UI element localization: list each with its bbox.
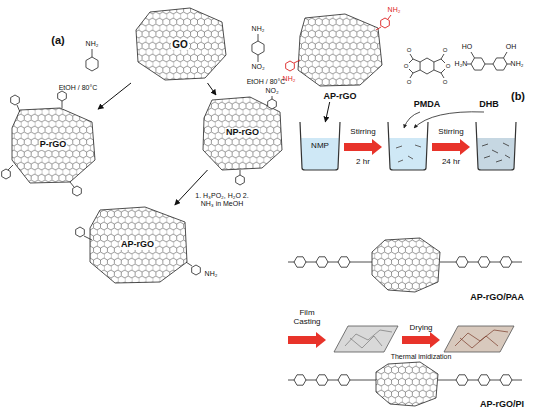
reagent-arrow xyxy=(404,112,420,128)
beaker-outline xyxy=(476,122,516,170)
graphene-sheet xyxy=(12,108,95,183)
dispersed-flakes xyxy=(396,145,421,162)
film-network xyxy=(455,330,508,348)
graphene-sheet: AP-rGO xyxy=(292,8,388,102)
panel-label: (b) xyxy=(511,90,525,102)
node-label: P-rGO xyxy=(39,140,68,150)
step-label: Stirring xyxy=(438,128,463,137)
graphene-sheet: NP-rGO xyxy=(200,95,285,170)
graphene-sheet xyxy=(203,97,282,170)
polymer-ring xyxy=(294,375,512,385)
chem-group: OH xyxy=(506,43,517,51)
pmda-structure xyxy=(409,54,445,78)
reaction-arrow xyxy=(208,83,217,95)
dispersed-flakes xyxy=(482,143,510,162)
node-label: DHB xyxy=(478,100,500,110)
graphene-sheet xyxy=(136,8,226,80)
phenyl-group xyxy=(2,91,82,196)
step-label: Film Casting xyxy=(290,309,324,327)
node-label: GO xyxy=(171,39,189,50)
node-label: NP-rGO xyxy=(225,128,260,138)
step-label: Drying xyxy=(409,324,432,333)
beaker: NMP xyxy=(298,122,342,170)
graphene-sheet: AP-rGO xyxy=(85,205,190,285)
graphene-sheet xyxy=(372,238,440,292)
process-arrow xyxy=(402,332,440,348)
beaker-liquid xyxy=(477,138,515,170)
atom-label: O xyxy=(446,63,451,70)
reagent-arrow xyxy=(414,112,484,128)
polymer-ring xyxy=(294,257,512,267)
beaker-liquid xyxy=(301,138,339,170)
step-label: 24 hr xyxy=(442,158,460,167)
composite-structure: AP-rGO/PI xyxy=(285,360,525,410)
chem-group: NO₂ xyxy=(251,63,264,71)
aminophenyl-group xyxy=(286,15,391,71)
graphene-sheet: P-rGO xyxy=(8,105,98,185)
chem-group: H₂N xyxy=(455,60,468,68)
atom-label: O xyxy=(404,63,409,70)
condition-label: 1. H₃PO₂, H₂O 2. NH₃ in MeOH xyxy=(191,192,253,207)
aniline-reagent xyxy=(86,49,98,71)
composite-structure: AP-rGO/PAA xyxy=(285,235,525,303)
graphene-sheet xyxy=(376,362,438,406)
chem-group: NH₂ xyxy=(511,60,524,68)
node-label: NMP xyxy=(310,142,330,151)
reaction-arrow xyxy=(175,170,208,205)
cast-film xyxy=(334,326,398,352)
chem-group: NH₂ xyxy=(388,6,401,14)
process-arrow xyxy=(288,332,326,348)
chem-group: HO xyxy=(462,43,473,51)
cured-film xyxy=(444,326,514,352)
graphene-sheet xyxy=(298,14,382,86)
film-network xyxy=(345,330,392,348)
atom-label: O xyxy=(407,79,412,86)
aminophenyl-group xyxy=(76,227,201,275)
step-label: Stirring xyxy=(350,128,375,137)
chem-group: NO₂ xyxy=(265,87,278,95)
process-arrow xyxy=(344,139,382,155)
graphene-sheet xyxy=(90,207,187,283)
node-label: AP-rGO xyxy=(322,92,357,102)
process-arrow xyxy=(432,139,470,155)
chem-group: NH₂ xyxy=(252,25,265,33)
node-label: PMDA xyxy=(413,100,442,110)
condition-label: EtOH / 80°C xyxy=(247,78,286,86)
node-label: AP-rGO/PI xyxy=(479,400,525,410)
nitroaniline-reagent xyxy=(252,34,264,62)
chem-group: NH₂ xyxy=(205,270,218,278)
beaker-outline xyxy=(300,122,340,170)
dhb-structure xyxy=(467,52,511,70)
node-label: AP-rGO/PAA xyxy=(469,293,525,303)
reaction-arrow xyxy=(98,83,131,109)
beaker-outline xyxy=(388,122,428,170)
atom-label: O xyxy=(443,79,448,86)
chem-group: NH₂ xyxy=(86,40,99,48)
atom-label: O xyxy=(407,47,412,54)
atom-label: O xyxy=(443,47,448,54)
reaction-arrow xyxy=(325,102,329,122)
nitrophenyl-group xyxy=(236,96,277,185)
panel-label: (a) xyxy=(51,34,64,46)
condition-label: EtOH / 80°C xyxy=(59,84,98,92)
graphene-oxide-sheet: GO xyxy=(130,5,230,83)
node-label: AP-rGO xyxy=(120,240,155,250)
step-label: 2 hr xyxy=(356,158,370,167)
step-label: Thermal imidization xyxy=(391,353,452,361)
beaker-liquid xyxy=(389,138,427,170)
